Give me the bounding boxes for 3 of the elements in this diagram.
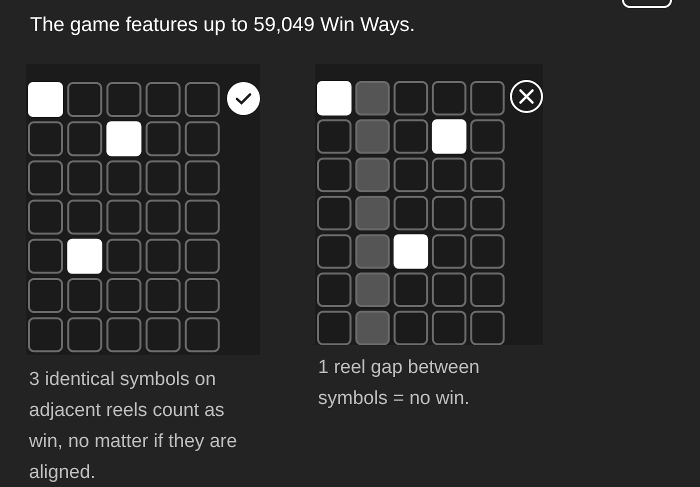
caption-text: 3 identical symbols on adjacent reels count as win, no matter if they are aligned. — [29, 368, 238, 485]
heading-text: The game features up to 59,049 Win Ways. — [30, 14, 416, 37]
caption-text: 1 reel gap between symbols = no win. — [318, 356, 481, 411]
